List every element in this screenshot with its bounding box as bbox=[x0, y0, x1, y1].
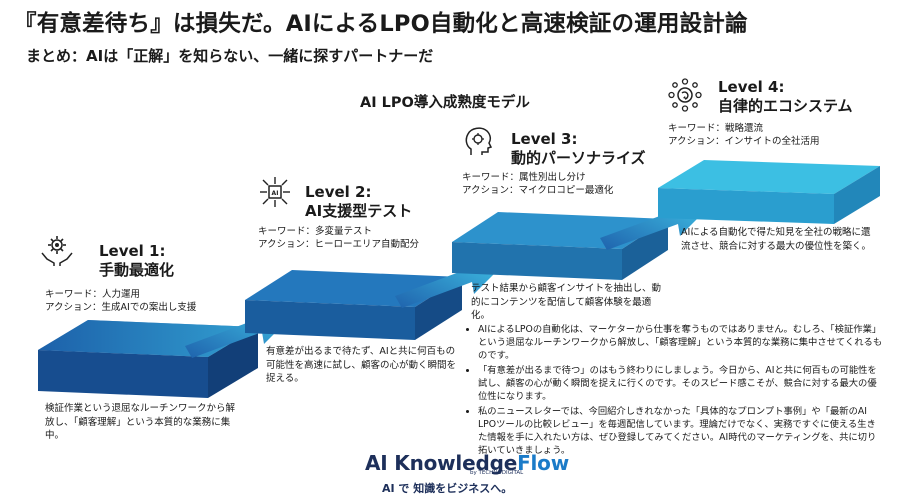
summary-notes: AIによるLPOの自動化は、マーケターから仕事を奪うものではありません。むしろ、… bbox=[466, 323, 884, 459]
level-3-label: Level 3: bbox=[511, 130, 578, 148]
level-1-meta: キーワード：人力運用 アクション：生成AIでの案出し支援 bbox=[45, 288, 196, 314]
level-2-block: AI bbox=[258, 175, 292, 213]
step-4-platform bbox=[658, 160, 880, 224]
ecosystem-network-icon bbox=[668, 78, 702, 112]
note-item: AIによるLPOの自動化は、マーケターから仕事を奪うものではありません。むしろ、… bbox=[478, 323, 884, 362]
level-1-description: 検証作業という退屈なルーチンワークから解放し、「顧客理解」という本質的な業務に集… bbox=[45, 403, 236, 441]
level-4-meta: キーワード：戦略還流 アクション：インサイトの全社活用 bbox=[668, 122, 820, 148]
level-4-description: AIによる自動化で得た知見を全社の戦略に還流させ、競合に対する最大の優位性を築く… bbox=[681, 227, 872, 252]
note-item: 「有意差が出るまで待つ」のはもう終わりにしましょう。今日から、AIと共に何百もの… bbox=[478, 364, 884, 403]
level-1-label: Level 1: bbox=[99, 242, 166, 260]
level-4-block bbox=[668, 78, 702, 116]
notes-list: AIによるLPOの自動化は、マーケターから仕事を奪うものではありません。むしろ、… bbox=[466, 323, 884, 457]
step-2-platform bbox=[245, 270, 462, 340]
head-gear-icon bbox=[465, 127, 493, 155]
level-2-action: アクション：ヒーローエリア自動配分 bbox=[258, 239, 420, 250]
note-item: 私のニュースレターでは、今回紹介しきれなかった「具体的なプロンプト事例」や「最新… bbox=[478, 405, 884, 457]
level-4-name: 自律的エコシステム bbox=[718, 97, 853, 115]
level-3-description: テスト結果から顧客インサイトを抽出し、動的にコンテンツを配信して顧客体験を最適化… bbox=[471, 283, 662, 321]
level-2-keyword: キーワード：多変量テスト bbox=[258, 226, 373, 237]
page-title: 『有意差待ち』は損失だ。AIによるLPO自動化と高速検証の運用設計論 bbox=[14, 11, 748, 37]
level-3-action: アクション：マイクロコピー最適化 bbox=[462, 185, 614, 196]
page-subtitle: まとめ：AIは「正解」を知らない、一緒に探すパートナーだ bbox=[26, 47, 434, 65]
level-4-heading: Level 4: 自律的エコシステム bbox=[718, 78, 853, 116]
level-1-heading: Level 1: 手動最適化 bbox=[99, 242, 174, 280]
level-1-block bbox=[40, 233, 74, 271]
gear-hands-icon bbox=[41, 236, 73, 266]
brand-logo-part1: AI Knowledge bbox=[365, 451, 518, 475]
level-4-action: アクション：インサイトの全社活用 bbox=[668, 136, 820, 147]
svg-text:AI: AI bbox=[272, 190, 279, 197]
level-2-heading: Level 2: AI支援型テスト bbox=[305, 183, 412, 221]
level-1-action: アクション：生成AIでの案出し支援 bbox=[45, 302, 197, 313]
level-3-keyword: キーワード：属性別出し分け bbox=[462, 172, 586, 183]
level-3-name: 動的パーソナライズ bbox=[511, 149, 646, 167]
level-2-meta: キーワード：多変量テスト アクション：ヒーローエリア自動配分 bbox=[258, 225, 419, 251]
level-3-block bbox=[461, 124, 495, 162]
level-1-name: 手動最適化 bbox=[99, 261, 175, 279]
level-2-description: 有意差が出るまで待たず、AIと共に何百もの可能性を高速に試し、顧客の心が動く瞬間… bbox=[266, 346, 457, 384]
level-2-name: AI支援型テスト bbox=[305, 202, 413, 220]
model-title: AI LPO導入成熟度モデル bbox=[360, 95, 530, 111]
ai-chip-icon: AI bbox=[260, 177, 290, 207]
level-4-label: Level 4: bbox=[718, 78, 785, 96]
brand-byline: by TECHNODIGITAL bbox=[470, 470, 524, 476]
level-3-heading: Level 3: 動的パーソナライズ bbox=[511, 130, 646, 168]
brand-tagline: AI で 知識をビジネスへ。 bbox=[382, 482, 513, 495]
step-3-platform bbox=[452, 212, 668, 280]
level-4-keyword: キーワード：戦略還流 bbox=[668, 123, 764, 134]
level-3-meta: キーワード：属性別出し分け アクション：マイクロコピー最適化 bbox=[462, 171, 613, 197]
level-1-keyword: キーワード：人力運用 bbox=[45, 289, 141, 300]
brand-logo-part2: Flow bbox=[517, 451, 569, 475]
level-2-label: Level 2: bbox=[305, 183, 372, 201]
brand-logo: AI KnowledgeFlow bbox=[365, 451, 569, 475]
